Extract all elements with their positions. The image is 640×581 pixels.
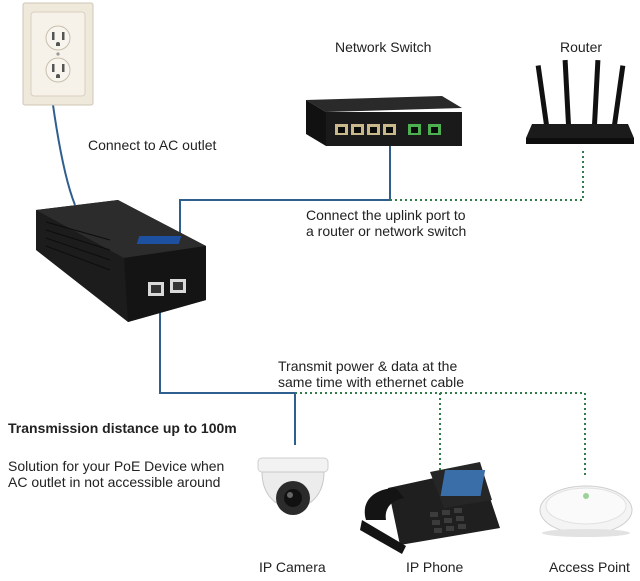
uplink-line-2: a router or network switch — [306, 223, 467, 239]
solution-line-2: AC outlet in not accessible around — [8, 474, 221, 490]
router-label: Router — [560, 39, 603, 55]
ip-camera-label: IP Camera — [259, 559, 326, 575]
transmit-line-2: same time with ethernet cable — [278, 374, 464, 390]
network-switch-label: Network Switch — [335, 39, 432, 55]
uplink-line-1: Connect the uplink port to — [306, 207, 466, 223]
distance-heading: Transmission distance up to 100m — [8, 420, 237, 436]
ip-camera — [257, 457, 329, 515]
solution-line-1: Solution for your PoE Device when — [8, 458, 225, 474]
ap-link-dotted — [440, 392, 586, 475]
access-point-label: Access Point — [549, 559, 630, 575]
router-link-dotted — [390, 148, 584, 201]
solution-note: Solution for your PoE Device when AC out… — [8, 458, 224, 490]
wall-outlet — [22, 2, 94, 106]
transmit-line-1: Transmit power & data at the — [278, 358, 458, 374]
uplink-note: Connect the uplink port to a router or n… — [306, 207, 466, 239]
network-switch — [306, 96, 462, 146]
ip-phone — [360, 462, 500, 554]
router — [526, 59, 634, 144]
poe-injector — [36, 200, 206, 322]
ip-phone-label: IP Phone — [406, 559, 464, 575]
access-point — [539, 485, 633, 537]
poe-output-cable — [159, 290, 296, 445]
transmit-note: Transmit power & data at the same time w… — [278, 358, 464, 390]
ac-outlet-label: Connect to AC outlet — [88, 137, 217, 153]
ac-power-cord — [52, 104, 76, 206]
